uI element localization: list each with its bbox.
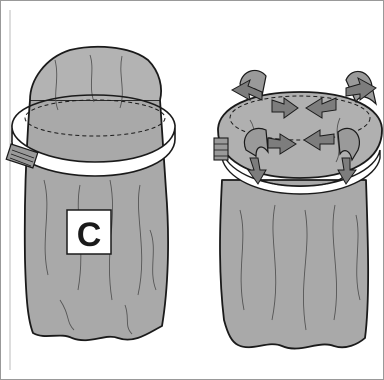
right-filter-bag [214,70,382,348]
step-label: C [77,216,102,254]
right-bag-body [220,180,368,349]
right-clamp-buckle-icon [214,138,228,160]
left-filter-bag: C [6,47,175,340]
